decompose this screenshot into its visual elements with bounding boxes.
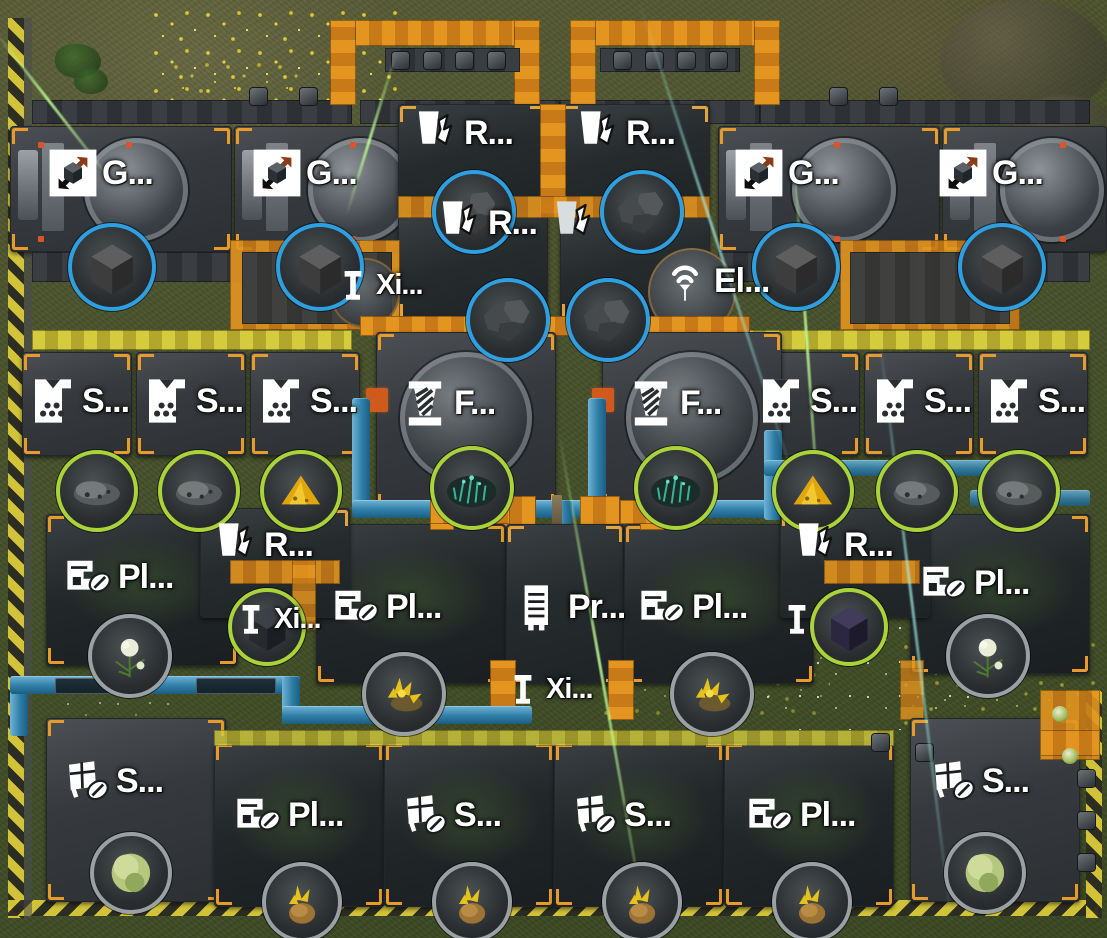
belt-top-loop-right-down2[interactable]: [754, 20, 780, 105]
pipe-foundry-left[interactable]: [352, 398, 370, 518]
power-pole[interactable]: [552, 495, 562, 531]
pipe-label-chip: [196, 678, 276, 694]
turret-pump: [242, 150, 262, 220]
belt-center-feed[interactable]: [540, 104, 566, 214]
belt-left-run[interactable]: [230, 560, 340, 584]
turret-drum: [1000, 138, 1104, 242]
concrete-strip: [24, 18, 32, 918]
item-circle-sulfur: [260, 450, 342, 532]
belt-item: [710, 52, 727, 69]
item-circle-stone-block: [752, 223, 840, 311]
item-circle-jellynut: [772, 862, 852, 938]
belt-row2-top-left[interactable]: [32, 330, 352, 350]
turret-vent: [266, 143, 288, 231]
item-circle-green-crystal: [634, 446, 718, 530]
turret-vent: [750, 143, 772, 231]
belt-item: [250, 88, 267, 105]
belt-item: [678, 52, 695, 69]
item-circle-coal: [466, 278, 550, 362]
belt-planter-out-2[interactable]: [608, 660, 634, 720]
item-circle-coal: [600, 170, 684, 254]
belt-item: [488, 52, 505, 69]
item-circle-green-crystal: [430, 446, 514, 530]
belt-row2-top-mid[interactable]: [360, 316, 750, 336]
machine-smelter-2[interactable]: [136, 352, 246, 456]
item-circle-stone-block: [958, 223, 1046, 311]
belt-item: [1078, 812, 1095, 829]
turret-pump: [726, 150, 746, 220]
belt-item: [872, 734, 889, 751]
item-circle-white-flower: [88, 614, 172, 698]
item-circle-yellow-flower: [670, 652, 754, 736]
turret-vent: [974, 143, 996, 231]
belt-top-right[interactable]: [760, 100, 1090, 124]
belt-top-left[interactable]: [32, 100, 352, 124]
belt-item: [1078, 770, 1095, 787]
foundry-fluid-port: [366, 388, 388, 412]
machine-smelter-6[interactable]: [978, 352, 1088, 456]
item-circle-yellow-flower: [362, 652, 446, 736]
pipe-foundry-mid[interactable]: [588, 398, 606, 518]
item-circle-stone-block: [276, 223, 364, 311]
item-circle-green-egg: [944, 832, 1026, 914]
item-circle-green-egg: [90, 832, 172, 914]
item-circle-iron-ore: [56, 450, 138, 532]
item-circle-iron-ore: [158, 450, 240, 532]
belt-item: [880, 88, 897, 105]
item-circle-coal: [566, 278, 650, 362]
belt-bottom-top-rail[interactable]: [214, 730, 894, 746]
machine-smelter-3[interactable]: [250, 352, 360, 456]
turret-pump: [18, 150, 38, 220]
machine-smelter-5[interactable]: [864, 352, 974, 456]
item-circle-iron-ore: [978, 450, 1060, 532]
terrain-bush: [74, 68, 108, 94]
machine-smelter-1[interactable]: [22, 352, 132, 456]
belt-item: [1078, 854, 1095, 871]
belt-item: [614, 52, 631, 69]
belt-top-loop-right-down[interactable]: [570, 20, 596, 105]
item-circle-iron-ore: [876, 450, 958, 532]
belt-item: [424, 52, 441, 69]
turret-vent: [42, 143, 64, 231]
item-circle-jellynut: [602, 862, 682, 938]
item-circle-white-flower: [946, 614, 1030, 698]
item-circle-jellynut: [262, 862, 342, 938]
item-circle-jellynut: [432, 862, 512, 938]
item-circle-coal-block: [810, 588, 888, 666]
machine-processor-1[interactable]: [506, 524, 624, 684]
item-circle-coal-block: [228, 588, 306, 666]
belt-item: [830, 88, 847, 105]
belt-item: [456, 52, 473, 69]
belt-top-loop-left-down[interactable]: [330, 20, 356, 105]
item-circle-sulfur: [772, 450, 854, 532]
item-circle-coal: [432, 170, 516, 254]
item-circle-stone-block: [68, 223, 156, 311]
belt-row2-top-right[interactable]: [740, 330, 1090, 350]
belt-top-loop-left[interactable]: [330, 20, 540, 46]
belt-top-loop-right[interactable]: [570, 20, 780, 46]
turret-pump: [950, 150, 970, 220]
belt-right-run[interactable]: [824, 560, 920, 584]
belt-item: [300, 88, 317, 105]
